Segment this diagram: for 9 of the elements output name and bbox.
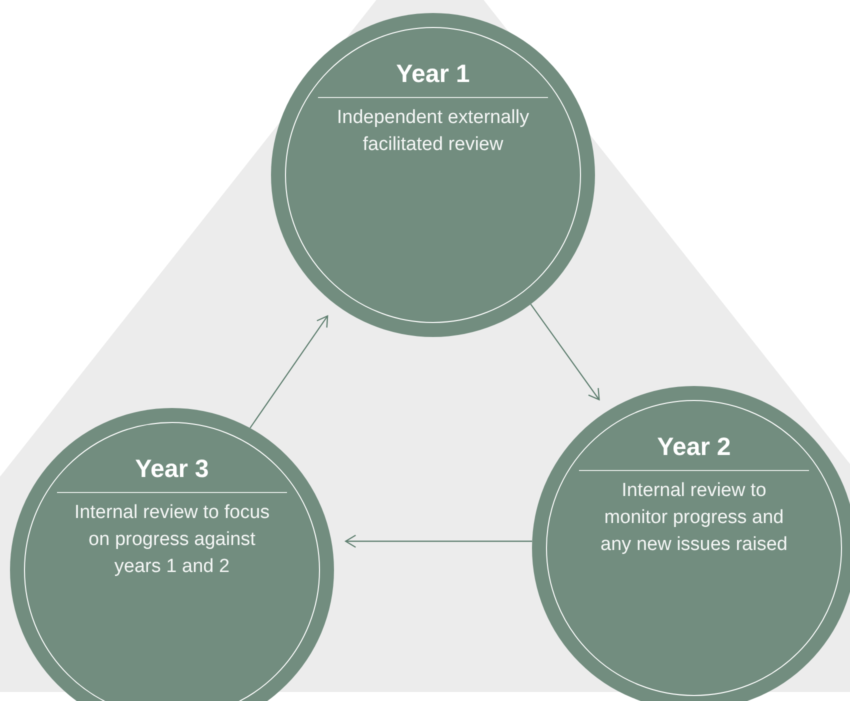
arrow [530, 304, 600, 400]
circle-title: Year 2 [657, 432, 731, 463]
circle-title: Year 3 [135, 454, 209, 485]
circle-title: Year 1 [396, 59, 470, 90]
circle-text: Internal review to focus on progress against years 1 and 2 [74, 501, 270, 579]
circle-text: Independent externally facilitated review [336, 106, 530, 157]
arrow [345, 534, 532, 548]
arrow [250, 315, 328, 428]
circle-text: Internal review to monitor progress and any new issues raised [600, 479, 788, 557]
